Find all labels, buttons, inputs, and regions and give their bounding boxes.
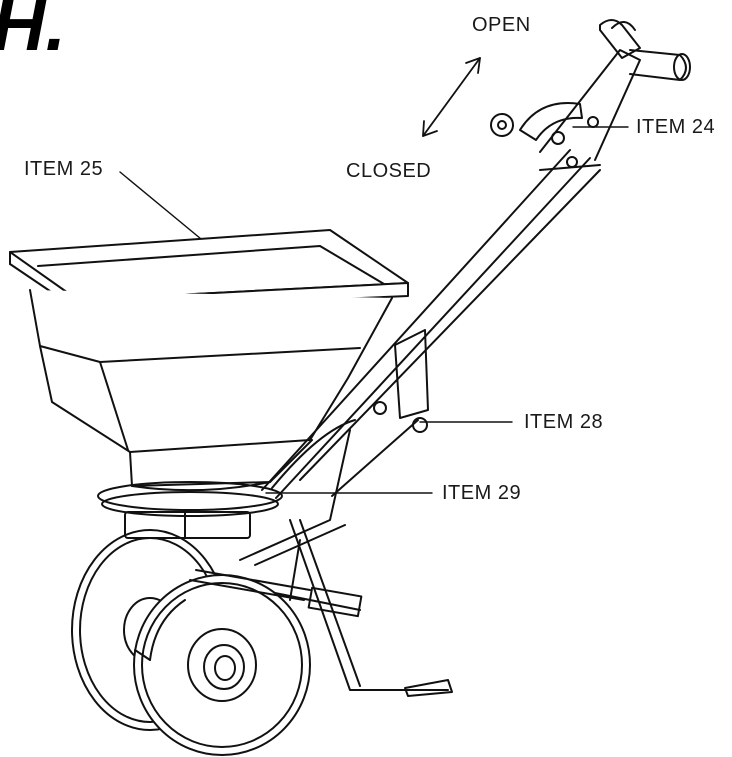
item24-label: ITEM 24 [636,116,716,138]
open-label: OPEN [472,14,531,36]
item28-label: ITEM 28 [524,411,604,433]
front-wheel [133,574,311,756]
item25-label: ITEM 25 [24,158,104,180]
item29-label: ITEM 29 [442,482,522,504]
open-closed-arrow [422,57,481,137]
gear-ring [97,481,283,539]
handle-grip [490,19,691,171]
hopper [9,229,409,492]
handle-frame [239,149,601,697]
closed-label: CLOSED [346,160,432,182]
axle [189,569,311,601]
step-letter: H. [0,0,66,66]
